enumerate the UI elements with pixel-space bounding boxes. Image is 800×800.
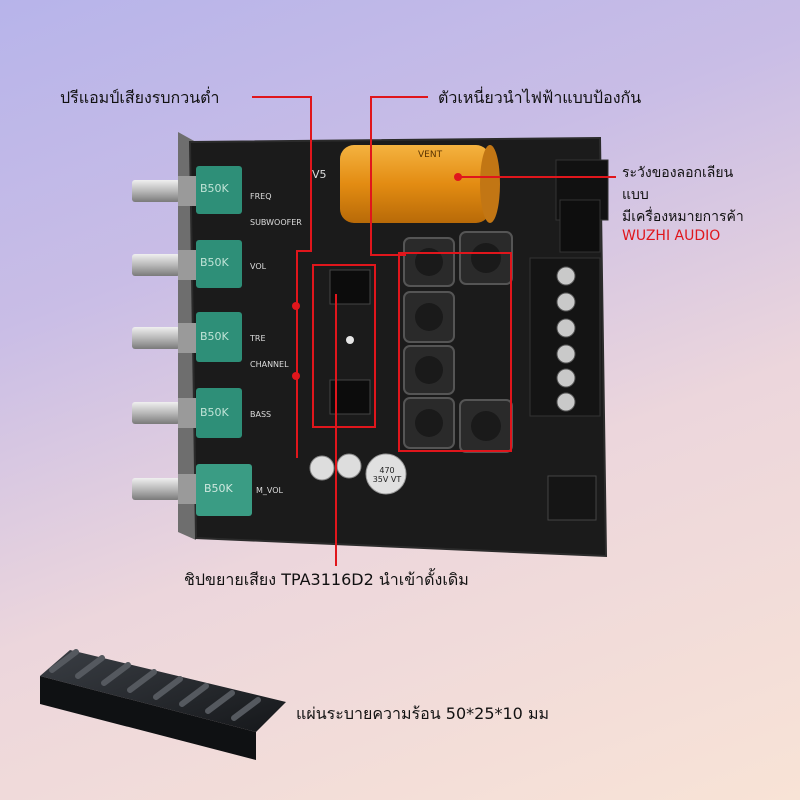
label-chip: ชิปขยายเสียง TPA3116D2 นำเข้าดั้งเดิม — [184, 570, 469, 589]
knob-5 — [132, 464, 252, 516]
pot-label-2: B50K — [200, 256, 229, 269]
label-fake-warning-1: ระวังของลอกเลียน — [622, 165, 734, 181]
inductors — [403, 231, 513, 453]
board-knob-label-1: SUBWOOFER — [250, 218, 302, 227]
pot-label-4: B50K — [200, 406, 229, 419]
knob-4 — [132, 388, 242, 438]
knob-2 — [132, 240, 242, 288]
heatsink-photo — [40, 649, 286, 760]
board-knob-label-5: BASS — [250, 410, 272, 419]
label-fake-warning-3: มีเครื่องหมายการค้า — [622, 209, 744, 225]
knob-1 — [132, 166, 242, 214]
terminal-block — [529, 257, 601, 417]
vent-print: VENT — [418, 150, 443, 160]
audio-jack — [547, 475, 597, 521]
board-knob-label-3: TRE — [250, 334, 266, 343]
main-capacitor — [340, 145, 490, 223]
board-knob-label-6: M_VOL — [256, 486, 283, 495]
knob-3 — [132, 312, 242, 362]
small-capacitors — [309, 453, 407, 495]
pot-label-3: B50K — [200, 330, 229, 343]
amp-chip-1 — [329, 269, 371, 305]
label-inductor: ตัวเหนี่ยวนำไฟฟ้าแบบป้องกัน — [438, 88, 642, 107]
board-knob-label-2: VOL — [250, 262, 267, 271]
label-fake-warning-2: แบบ — [622, 187, 649, 203]
board-version: V5 — [312, 168, 327, 181]
label-brand: WUZHI AUDIO — [622, 228, 721, 244]
board-knob-label-4: CHANNEL — [250, 360, 289, 369]
cap-print: 470 35V VT — [372, 466, 402, 484]
board-knob-label-0: FREQ — [250, 192, 272, 201]
pot-label-1: B50K — [200, 182, 229, 195]
pot-label-5: B50K — [204, 482, 233, 495]
label-preamp: ปรีแอมป์เสียงรบกวนต่ำ — [60, 88, 220, 107]
label-heatsink: แผ่นระบายความร้อน 50*25*10 มม — [296, 704, 550, 723]
